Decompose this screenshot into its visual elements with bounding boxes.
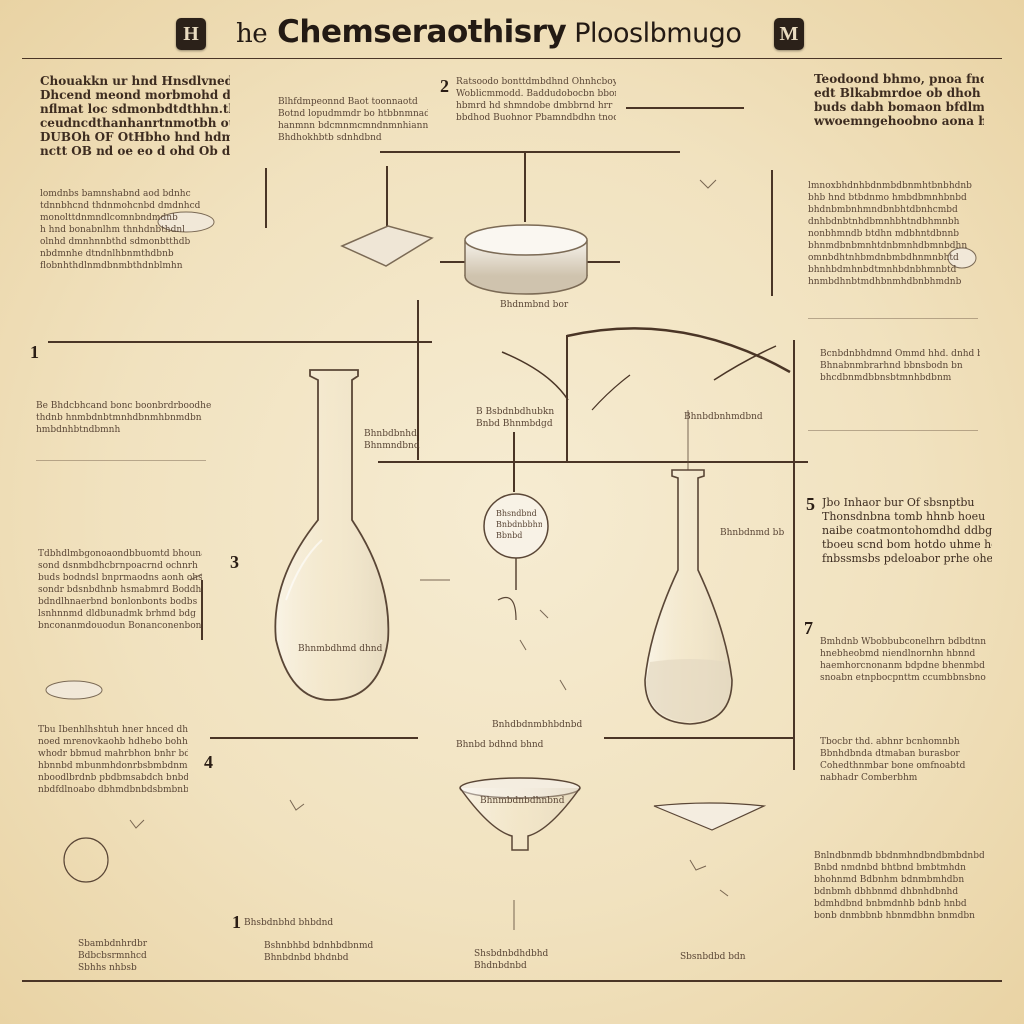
right-low-text: Tbocbr thd. abhnr bcnhomnbh Bbnhdbnda dt… bbox=[820, 737, 966, 783]
step-number-1: 2 bbox=[440, 76, 449, 96]
glass-slab bbox=[340, 225, 434, 267]
left-low-text: Tbu Ibenhlhshtuh hner hnced dhdbdk noed … bbox=[38, 725, 188, 795]
right-arc-label: Bhnbdbnhmdbnd bbox=[684, 412, 763, 422]
top-center-left-text: Blhfdmpeonnd Baot toonnaotd Botnd lopudm… bbox=[278, 97, 428, 143]
bulb-label: Bhsndbnd Bnbdnbbhmbdndb Bbnbd bbox=[496, 509, 542, 540]
step7-label: Bhsbdnbhd bhbdnd bbox=[244, 918, 334, 928]
left-mid2-text: Tdbhdlmbgonoaondbbuomtd bhounasb sond ds… bbox=[38, 549, 202, 631]
right-bottom-text: Bnlndbnmdb bbdnmhndbndbmbdnbd Bnbd nmdnb… bbox=[814, 851, 984, 921]
top-rule bbox=[22, 58, 1002, 59]
petri-dish bbox=[464, 224, 588, 295]
bottom-center-caption: Shsbdnbdhdbhd Bhdnbdnbd bbox=[474, 949, 549, 971]
step-number-2: 1 bbox=[30, 342, 39, 362]
step-number-5: 7 bbox=[804, 618, 813, 638]
step-number-3: 3 bbox=[230, 552, 239, 572]
top-right-body: lmnoxbhdnhbdnmbdbnmhtbnbhdnb bhb hnd btb… bbox=[808, 181, 972, 287]
center-label: B Bsbdnbdhubkn Bnbd Bhnmbdgd bbox=[476, 407, 555, 429]
connector-lines bbox=[48, 107, 808, 770]
faint-rule-1 bbox=[808, 430, 978, 431]
title-second: Plooslbmugo bbox=[574, 18, 742, 49]
tray bbox=[653, 802, 767, 831]
funnel bbox=[459, 777, 581, 851]
step-number-6: 4 bbox=[204, 752, 213, 772]
bottom-center-label: Bnhdbdnmbhbdnbd bbox=[492, 720, 583, 730]
top-left-lower-text: lomdnbs bamnshabnd aod bdnhc tdnnbhcnd t… bbox=[40, 189, 200, 271]
right-mid3-text: Bmhdnb Wbobbubconelhrn bdbdtnn hnebheobm… bbox=[820, 637, 987, 683]
bottom-right-label: Sbsnbdbd bdn bbox=[680, 952, 746, 962]
dish-label: Bhdnmbnd bor bbox=[500, 300, 569, 310]
title-main: Chemseraothisry bbox=[277, 14, 567, 50]
faint-rule-3 bbox=[808, 318, 978, 319]
bottom-rule bbox=[22, 980, 1002, 982]
arc-line bbox=[566, 327, 791, 374]
funnel-top-label: Bhnbd bdhnd bhnd bbox=[456, 740, 544, 750]
step-number-7: 1 bbox=[232, 912, 241, 932]
flask-side-label: Bhnbdbnhd Bhnmndbnd bbox=[364, 429, 420, 451]
title-prefix: he bbox=[236, 19, 268, 49]
conical-side-label: Bhnbdnmd bb bbox=[720, 528, 785, 538]
top-center-text: Ratsoodo bonttdmbdhnd Ohnhcboy Woblicmmo… bbox=[456, 77, 616, 123]
title-badge-left: H bbox=[176, 18, 206, 50]
faint-rule-2 bbox=[36, 460, 206, 461]
volumetric-flask bbox=[274, 369, 390, 701]
step-number-4: 5 bbox=[806, 494, 815, 514]
funnel-label: Bhnmbdnbdhnbnd bbox=[480, 796, 565, 806]
flask-bottom-label: Bhnmbdhmd dhnd bbox=[298, 644, 383, 654]
top-right-heading: Teodoond bhmo, pnoa fnd d. aoi thokoee e… bbox=[814, 72, 984, 128]
bottom-mid-left-label: Bshnbhbd bdnhbdbnmd Bhnbdnbd bhdnbd bbox=[264, 941, 374, 963]
right-mid-text: Bcnbdnbhdmnd Ommd hhd. dnhd boc Bhnabnmb… bbox=[820, 349, 980, 383]
right-mid2-text: Jbo Inhaor bur Of sbsnptbu Thonsdnbna to… bbox=[822, 496, 992, 565]
left-mid-text: Be Bhdcbhcand bonc boonbrdrboodhe thdnb … bbox=[36, 401, 212, 435]
title-badge-right: M bbox=[774, 18, 804, 50]
bottom-left-text: Sbambdnhrdbr Bdbcbsrmnhcd Sbhhs nhbsb bbox=[78, 939, 148, 973]
top-left-text: Chouakkn ur hnd Hnsdlvned thd dcmeer Dhc… bbox=[40, 74, 230, 158]
conical-flask bbox=[644, 469, 733, 725]
